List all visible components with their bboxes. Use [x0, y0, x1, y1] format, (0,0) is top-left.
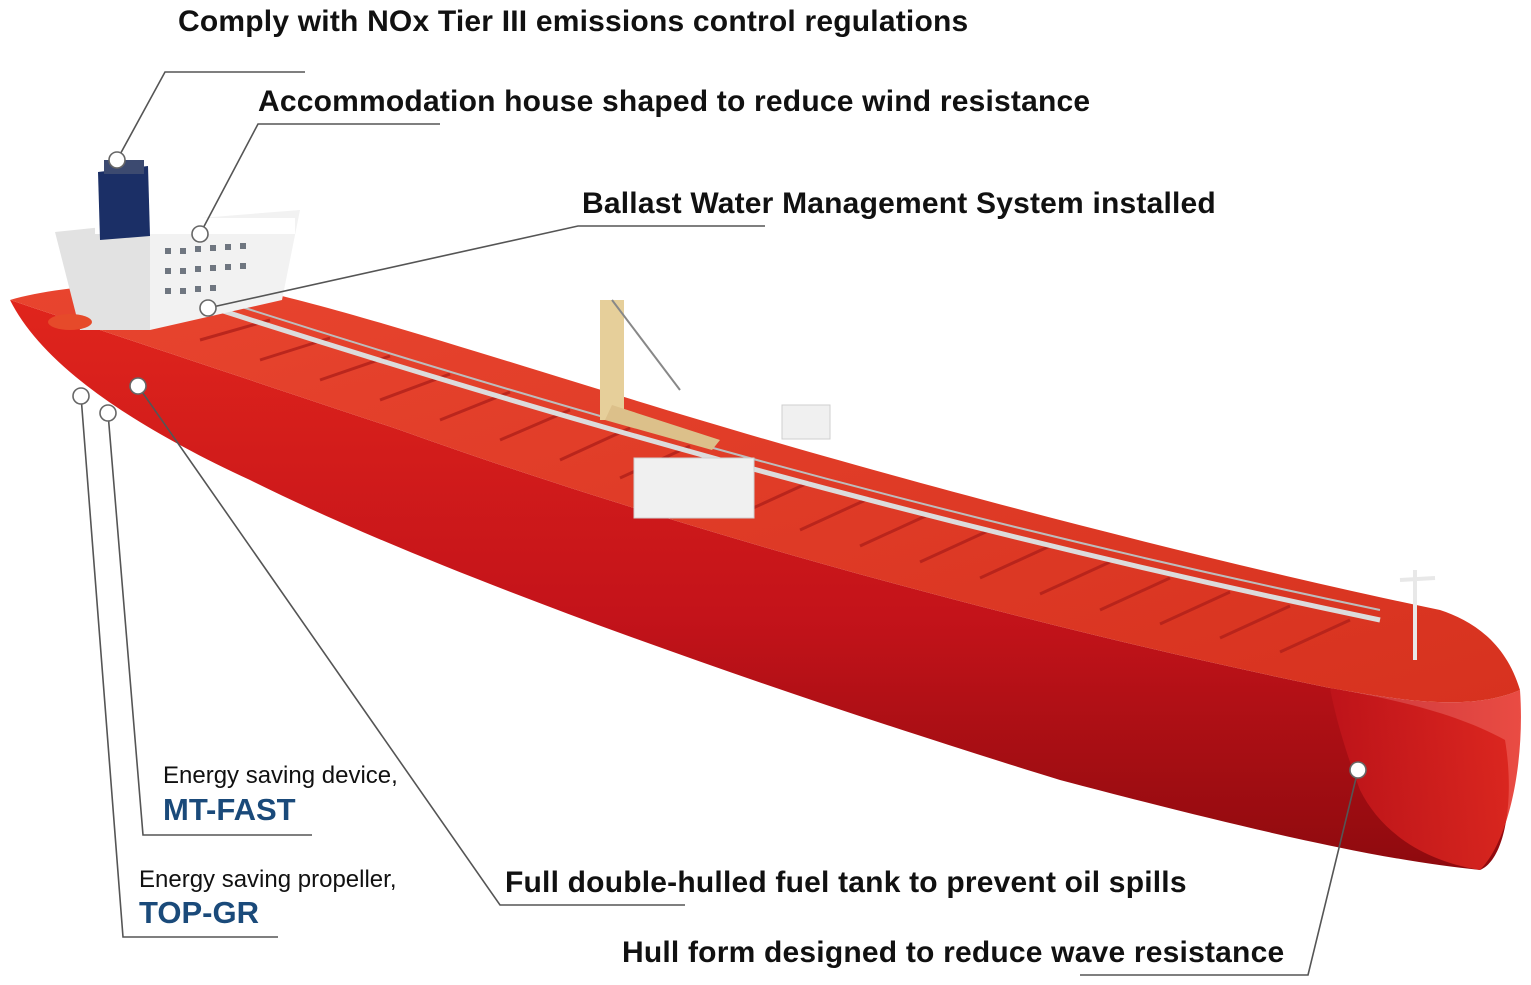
accommodation-block: [55, 210, 300, 330]
hull-form-dot: [1349, 761, 1367, 779]
deck-house-small: [781, 404, 831, 440]
device-caption: Energy saving device,: [163, 762, 398, 789]
device-dot: [99, 404, 117, 422]
hull-form-callout: Hull form designed to reduce wave resist…: [622, 936, 1285, 969]
fuel-tank-callout: Full double-hulled fuel tank to prevent …: [505, 866, 1187, 899]
deck-house: [633, 457, 755, 519]
leader-lines: [80, 71, 1359, 976]
fore-mast: [1399, 570, 1436, 660]
nox-callout: Comply with NOx Tier III emissions contr…: [178, 5, 969, 38]
propeller-name: TOP-GR: [139, 895, 259, 930]
accommodation-callout: Accommodation house shaped to reduce win…: [258, 85, 1091, 118]
bow-flare: [1330, 688, 1521, 870]
callout-dots: [72, 151, 1367, 779]
propeller-dot: [72, 387, 90, 405]
funnel: [98, 166, 150, 240]
pipe-walkway-rail: [219, 299, 1381, 611]
fuel-tank-dot: [129, 377, 147, 395]
nox-dot: [108, 151, 126, 169]
ballast-callout: Ballast Water Management System installe…: [582, 187, 1216, 220]
deck-crane: [600, 299, 720, 450]
lifeboat: [48, 314, 92, 330]
ballast-dot: [199, 299, 217, 317]
main-deck: [10, 283, 1520, 703]
device-name: MT-FAST: [163, 792, 296, 827]
accommodation-dot: [191, 225, 209, 243]
hull-side: [10, 300, 1509, 870]
propeller-caption: Energy saving propeller,: [139, 866, 397, 893]
